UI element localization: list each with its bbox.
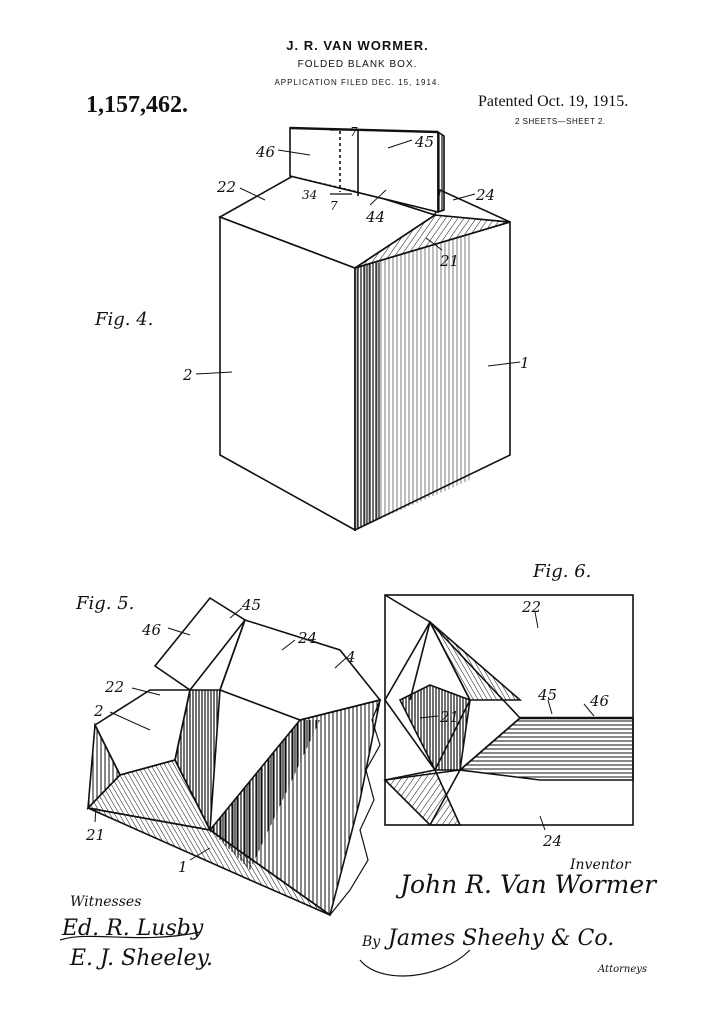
fig6-leader-24 [539,815,546,831]
leader-1 [487,361,521,367]
fig5-leader-21 [94,807,97,823]
ref-45: 45 [414,133,434,151]
figure-5 [86,596,382,917]
witness-1-underline-flourish [59,931,201,941]
fin-top-edge [289,126,439,134]
fig6-left-shade [398,684,471,771]
fig5-leader-22 [131,687,161,696]
fig5-leader-1 [189,847,211,861]
fin-thickness [437,130,445,214]
fig5-leader-2 [109,711,151,731]
figure-6-labels: Fig. 6. 22 45 46 21 24 [439,561,610,850]
fig5-ref-22: 22 [104,678,124,696]
inventor-signature: John R. Van Wormer [395,870,658,899]
by-label: By [361,934,381,950]
ref-22: 22 [216,178,236,196]
fig5-front-face-dark [210,720,320,870]
fig6-crease-3 [459,717,521,771]
leader-2 [195,371,233,375]
leader-22 [239,187,266,201]
fig6-crease-4 [429,769,461,826]
fig5-ref-24: 24 [297,629,317,647]
fig6-ref-45: 45 [537,686,557,704]
fig5-ref-21: 21 [85,826,105,844]
invention-title: FOLDED BLANK BOX. [297,59,418,70]
patent-date: Patented Oct. 19, 1915. [478,93,629,110]
fig5-ref-46: 46 [141,621,162,639]
fig6-upper-shade [429,621,523,701]
box-right-face-edge-shade [355,262,380,530]
leader-44 [369,189,387,206]
ref-7-bottom: 7 [330,199,338,213]
figure-6 [383,594,634,831]
fin-base-dotted [289,175,359,193]
fig5-inner-shade-3 [174,689,221,833]
box-right-face-shading [355,235,470,530]
fig5-leader-46 [167,627,191,636]
fig6-lower-left-shade [383,769,462,826]
fig6-leader-21 [419,715,439,719]
fig6-leader-45 [547,699,553,715]
leader-45 [387,139,413,149]
figure-4 [195,126,521,532]
fig-4-label: Fig. 4. [94,309,153,330]
ref-21: 21 [439,252,459,270]
witnesses-caption: Witnesses [70,894,141,910]
fig6-leader-22 [534,611,539,629]
fig6-crease-6 [409,621,431,701]
sheet-info: 2 SHEETS—SHEET 2. [515,117,606,126]
box-left-face [219,215,356,532]
fig5-ref-2: 2 [93,702,104,720]
fig6-crease-1 [384,594,431,623]
fig6-leader-46 [583,703,595,717]
ref-7-top: 7 [350,125,358,139]
fig-6-label: Fig. 6. [532,561,591,582]
figure-4-labels: Fig. 4. 7 45 46 22 34 7 44 24 21 2 1 [94,125,530,384]
fig6-ref-22: 22 [521,598,541,616]
fig6-ref-46: 46 [589,692,610,710]
fig5-leader-24 [281,639,296,651]
fig6-crease-5 [384,769,461,781]
fig5-ref-4: 4 [345,648,356,666]
fig6-ref-24: 24 [542,832,562,850]
leader-46 [277,149,311,156]
application-filed-line: APPLICATION FILED DEC. 15, 1914. [274,78,441,87]
attorney-signature: James Sheehy & Co. [384,926,614,951]
ref-1: 1 [520,354,530,372]
fig-5-label: Fig. 5. [75,593,134,614]
signature-flourishes [59,931,471,977]
fig5-leader-4 [334,657,347,669]
ref-34: 34 [302,188,317,202]
witness-signature-2: E. J. Sheeley. [69,946,213,971]
fig5-ref-1: 1 [178,858,188,876]
fig5-torn-edge [329,699,381,916]
ref-46: 46 [255,143,276,161]
attorney-flourish [359,949,471,977]
patent-number: 1,157,462. [86,92,188,118]
signature-block: Inventor John R. Van Wormer Witnesses Ed… [61,857,658,975]
inventor-name-header: J. R. VAN WORMER. [286,38,429,53]
fig5-leader-45 [229,607,243,619]
ref-44: 44 [365,208,385,226]
fig5-ref-45: 45 [241,596,261,614]
ref-2: 2 [182,366,193,384]
fig5-flap-fold [219,619,246,691]
ref-24: 24 [475,186,495,204]
leader-24 [452,193,476,201]
attorneys-caption: Attorneys [597,964,647,975]
fig6-ref-21: 21 [439,708,459,726]
leader-21 [425,237,443,251]
fig6-crease-2 [429,621,521,719]
figure-5-labels: Fig. 5. 45 46 24 4 22 2 21 1 [75,593,356,876]
inventor-caption: Inventor [569,857,632,873]
